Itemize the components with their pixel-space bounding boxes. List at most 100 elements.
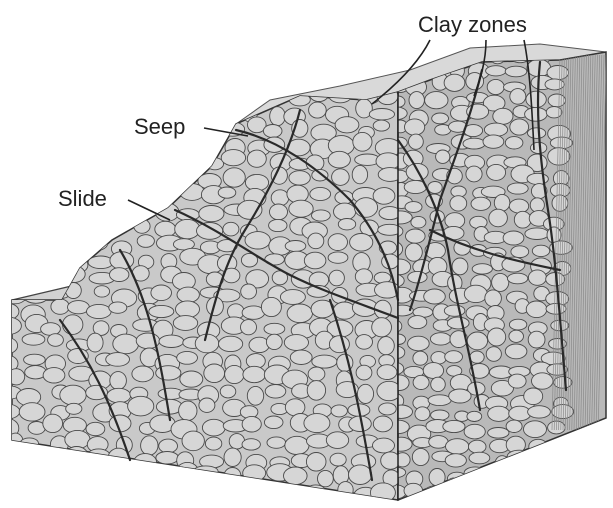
cobble-stone [329, 336, 349, 353]
cobble-stone [71, 237, 88, 256]
cobble-stone [444, 305, 465, 316]
cobble-stone [86, 422, 105, 435]
cobble-stone [287, 304, 312, 323]
cobble-stone [524, 421, 547, 438]
cobble-stone [218, 187, 236, 198]
cobble-stone [177, 287, 199, 302]
cobble-stone [404, 483, 423, 498]
cobble-stone [224, 485, 244, 503]
cobble-stone [118, 91, 135, 107]
cobble-stone [376, 153, 400, 170]
cobble-stone [181, 159, 198, 172]
cobble-stone [51, 107, 68, 125]
cobble-stone [0, 240, 20, 252]
cobble-stone [68, 301, 90, 314]
cobble-stone [532, 373, 553, 389]
cobble-stone [225, 365, 244, 383]
cobble-stone [492, 273, 509, 291]
cobble-stone [182, 431, 204, 451]
cobble-stone [177, 351, 198, 364]
cobble-stone [179, 401, 197, 421]
cobble-stone [60, 385, 86, 405]
cobble-stone [48, 448, 70, 466]
cobble-stone [25, 169, 50, 187]
cobble-stone [285, 436, 309, 454]
cobble-stone [408, 271, 427, 283]
cobble-stone [488, 328, 506, 346]
cobble-stone [373, 188, 395, 205]
cobble-stone [130, 166, 151, 182]
cobble-stone [205, 437, 221, 450]
cobble-stone [267, 437, 286, 448]
cobble-stone [45, 232, 71, 252]
cobble-stone [524, 487, 544, 498]
cobble-stone [106, 219, 128, 234]
cobble-stone [506, 468, 521, 481]
cobble-stone [1, 457, 20, 470]
cobble-stone [71, 464, 92, 481]
cobble-stone [378, 337, 395, 355]
cobble-stone [109, 302, 127, 313]
cobble-stone [507, 183, 528, 194]
cobble-stone [308, 367, 325, 381]
cobble-stone [467, 411, 482, 421]
cobble-stone [25, 222, 51, 236]
cobble-stone [290, 350, 312, 364]
cobble-stone [202, 419, 225, 436]
cobble-stone [514, 211, 531, 228]
cobble-stone [0, 93, 16, 106]
cobble-stone [0, 317, 21, 334]
cobble-stone [312, 355, 337, 368]
cobble-stone [226, 101, 246, 120]
cobble-stone [153, 140, 179, 152]
cobble-stone [110, 268, 129, 282]
cobble-stone [484, 123, 507, 136]
cobble-stone [507, 273, 527, 284]
cobble-stone [106, 353, 130, 367]
cobble-stone [74, 489, 90, 503]
cobble-stone [543, 451, 565, 466]
cobble-stone [20, 204, 45, 221]
cobble-stone [509, 199, 528, 213]
cobble-stone [471, 197, 491, 210]
cobble-stone [445, 351, 463, 363]
cobble-stone [108, 208, 126, 222]
cobble-stone [487, 79, 504, 94]
cobble-stone [4, 269, 24, 283]
cobble-stone [488, 428, 509, 439]
cobble-stone [549, 339, 567, 350]
cobble-stone [508, 374, 526, 388]
cobble-stone [526, 301, 547, 318]
cobble-stone [28, 185, 50, 200]
cobble-stone [248, 482, 268, 500]
cobble-stone [468, 485, 488, 500]
cobble-stone [245, 90, 265, 103]
cobble-stone [0, 154, 21, 166]
cobble-stone [137, 235, 154, 248]
cobble-stone [530, 142, 546, 153]
cobble-stone [444, 74, 465, 91]
cobble-stone [243, 366, 266, 382]
cobble-stone [219, 336, 243, 351]
cobble-stone [156, 366, 181, 380]
cobble-stone [289, 171, 310, 185]
cobble-stone [428, 395, 451, 406]
cobble-stone [409, 92, 424, 109]
cobble-stone [312, 210, 331, 221]
cobble-stone [424, 289, 446, 304]
cobble-stone [149, 305, 174, 317]
cobble-stone [114, 175, 140, 188]
cobble-stone [413, 375, 429, 389]
cobble-stone [199, 206, 224, 222]
cobble-stone [505, 137, 523, 149]
cobble-stone [548, 94, 565, 107]
cobble-stone [117, 156, 136, 173]
cobble-stone [284, 467, 308, 485]
cobble-stone [328, 151, 350, 168]
cobble-stone [472, 264, 492, 274]
cobble-stone [20, 235, 44, 252]
cobble-stone [285, 241, 306, 252]
cobble-stone [115, 467, 134, 484]
cobble-stone [485, 290, 502, 307]
